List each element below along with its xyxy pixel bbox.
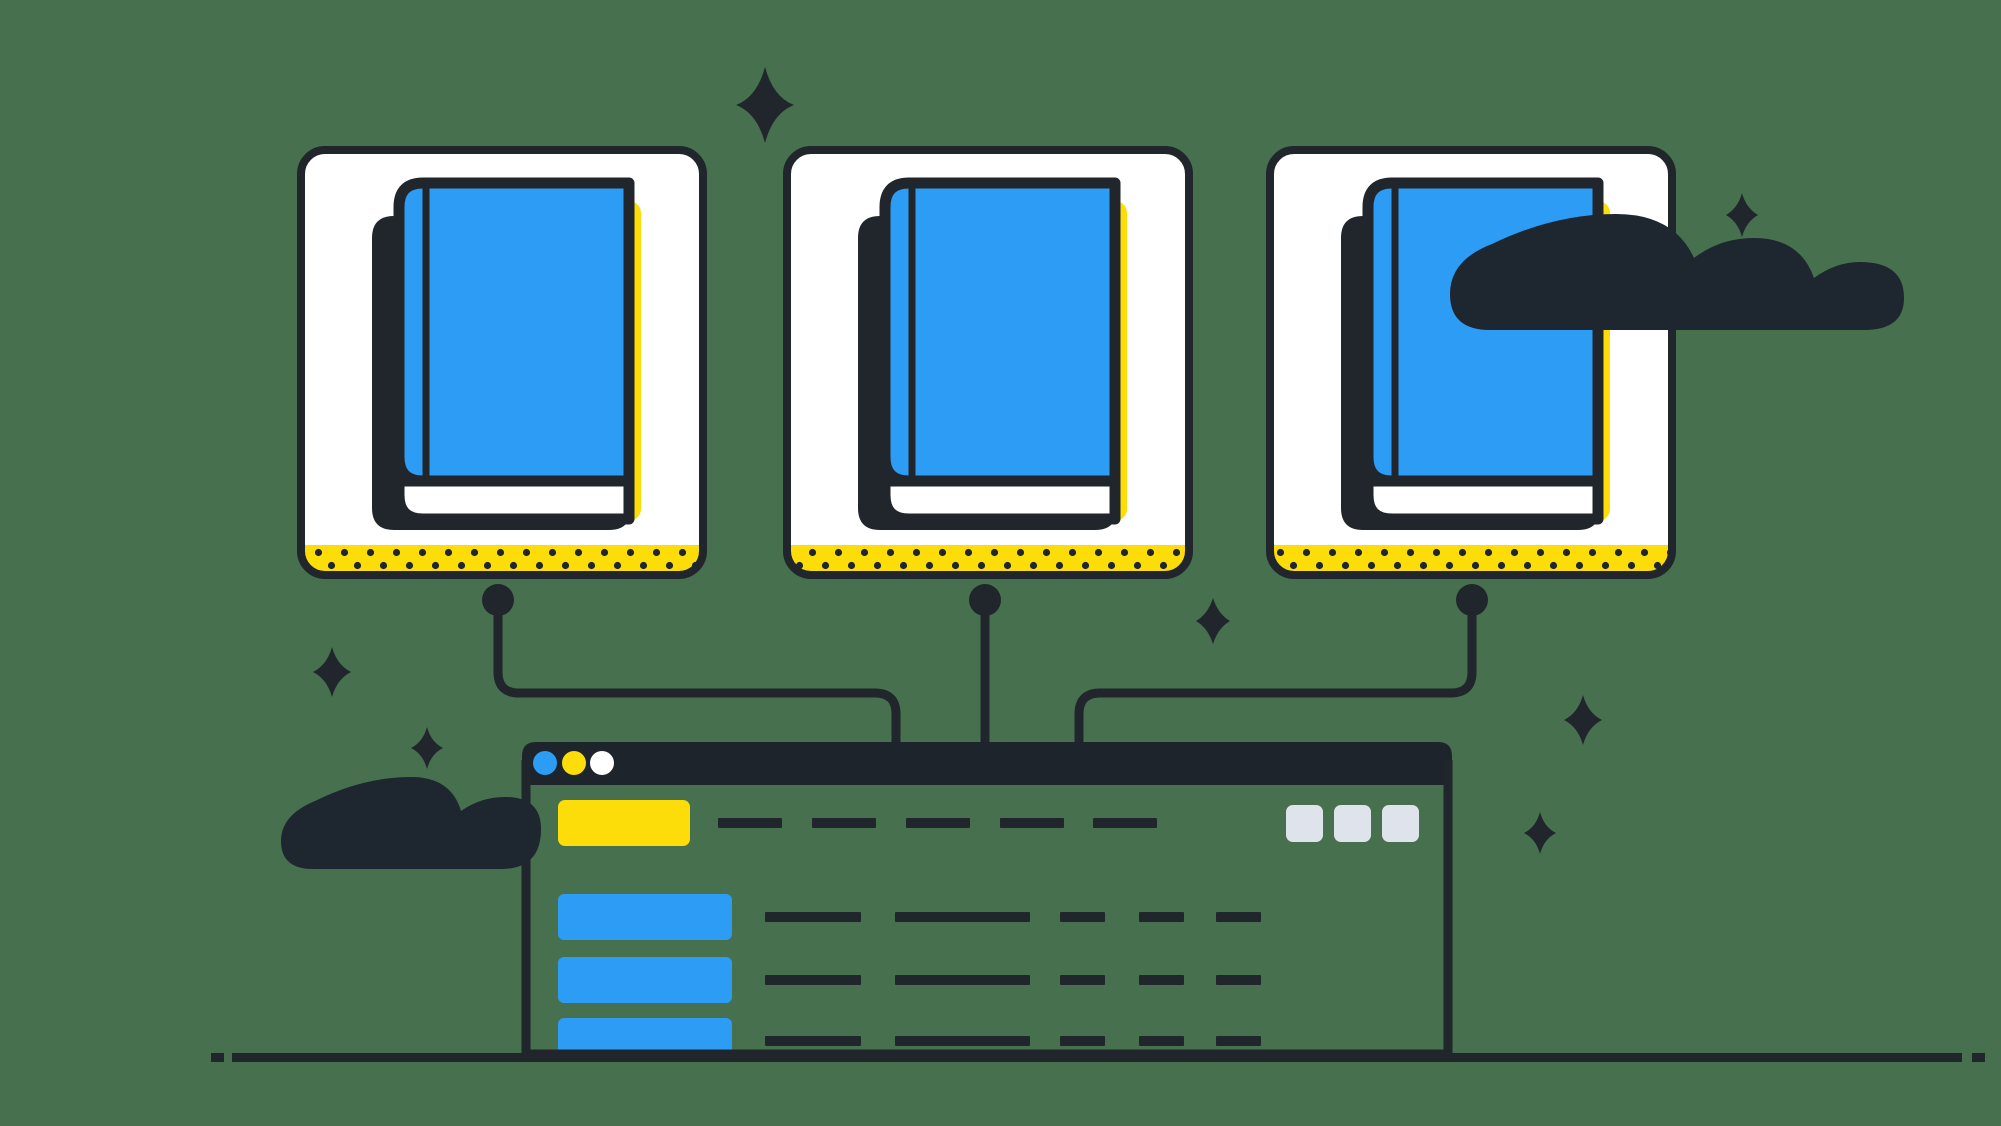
- row-3-dashes: [765, 1036, 1261, 1046]
- traffic-light-blue-icon[interactable]: [533, 751, 557, 775]
- header-chip-3[interactable]: [1382, 805, 1419, 842]
- cloud-right-icon: [1450, 214, 1904, 330]
- browser-row-1[interactable]: [558, 894, 1261, 940]
- header-tag[interactable]: [558, 800, 690, 846]
- book-card-2[interactable]: [783, 146, 1193, 579]
- header-chips[interactable]: [1286, 805, 1419, 842]
- sparkles-group: [313, 67, 1758, 854]
- card-2-border: [783, 146, 1193, 579]
- browser-window[interactable]: [521, 742, 1453, 1064]
- card-3-border: [1266, 146, 1676, 579]
- connector-3: [1074, 599, 1477, 757]
- browser-content: [558, 800, 1419, 1058]
- header-chip-2[interactable]: [1334, 805, 1371, 842]
- book-card-3[interactable]: [1266, 146, 1676, 579]
- sparkle-right-upper-icon: [1726, 193, 1758, 237]
- row-1-swatch[interactable]: [558, 894, 732, 940]
- sparkle-top-center-icon: [736, 67, 794, 143]
- card-1-book-icon: [372, 183, 641, 530]
- ground-left-tick: [211, 1053, 224, 1062]
- row-2-swatch[interactable]: [558, 957, 732, 1003]
- header-dashes: [718, 818, 1157, 828]
- row-1-dashes: [765, 912, 1261, 922]
- card-1-border: [297, 146, 707, 579]
- book-card-1[interactable]: [297, 146, 707, 579]
- browser-titlebar: [522, 742, 1452, 785]
- sparkle-right-lower-icon: [1564, 695, 1602, 745]
- ground-main: [232, 1053, 1962, 1062]
- browser-row-2[interactable]: [558, 957, 1261, 1003]
- sparkle-left-lower-icon: [411, 727, 443, 769]
- traffic-light-white-icon[interactable]: [590, 751, 614, 775]
- row-2-dashes: [765, 975, 1261, 985]
- sparkle-left-upper-icon: [313, 647, 351, 697]
- sparkle-mid-right-icon: [1196, 598, 1230, 644]
- traffic-light-yellow-icon[interactable]: [562, 751, 586, 775]
- connector-1: [493, 599, 901, 757]
- ground-line: [211, 1053, 1985, 1062]
- card-1-dot-band: [301, 545, 703, 575]
- connector-3-dot: [1456, 584, 1488, 616]
- connector-2-dot: [969, 584, 1001, 616]
- connector-group: [493, 599, 1477, 757]
- card-3-dot-band: [1270, 545, 1672, 575]
- connector-1-dot: [482, 584, 514, 616]
- ground-right-tick: [1972, 1053, 1985, 1062]
- header-chip-1[interactable]: [1286, 805, 1323, 842]
- card-2-book-icon: [858, 183, 1127, 530]
- card-2-dot-band: [787, 545, 1189, 575]
- sparkle-right-bottom-icon: [1524, 812, 1556, 854]
- cloud-left-icon: [281, 777, 541, 869]
